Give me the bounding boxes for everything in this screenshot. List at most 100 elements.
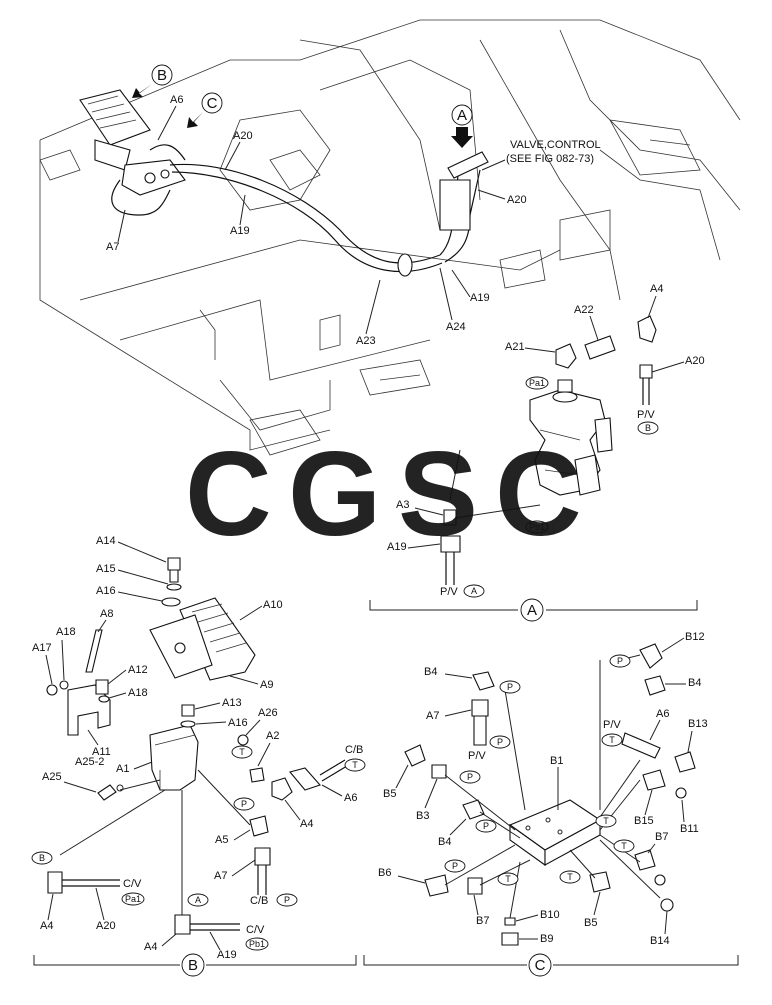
part-label: A1 [116,763,129,775]
view-marker-b: B [132,64,173,98]
part-label: A18 [128,687,148,699]
port-tag: T [621,841,627,851]
watermark-letter-c: C [185,427,272,561]
part-label: A2 [266,730,279,742]
arrow-icon [132,84,152,98]
part-label: A26 [258,707,278,719]
port-tag: P [241,799,247,809]
part-label: A14 [96,535,116,547]
part-label: A11 [92,746,111,758]
port-tag: T [609,735,615,745]
part-label: A4 [300,818,313,830]
part-label: A22 [574,304,594,316]
part-label: A19 [387,541,407,553]
port-tag: Pa1 [529,378,545,388]
port-tag: T [603,816,609,826]
view-marker-a-letter: A [457,107,467,124]
cb-label: C/B [250,895,268,907]
cb-label: C/B [345,744,363,756]
part-label: A16 [228,717,248,729]
watermark-letter-c2: C [495,427,582,561]
watermark-letter-s: S [398,427,478,561]
part-label: A16 [96,585,116,597]
view-marker-c: C [187,92,223,128]
part-label: A20 [96,920,116,932]
detail-b: A14 A15 A16 A10 A8 A17 A18 A12 A18 A9 A1… [31,535,366,977]
part-label: A17 [32,642,52,654]
part-label: A3 [396,499,409,511]
machine-frame-drawing [39,19,741,456]
port-tag: P [617,656,623,666]
detail-a-caption: A [527,602,537,619]
detail-a: A22 A4 A21 A20 A3 A19 Pa1 P/V B Pb1 P/V … [369,283,705,622]
port-tag: B [39,853,45,863]
part-label: B5 [383,788,396,800]
part-label: A18 [56,626,76,638]
view-marker-b-letter: B [157,67,167,84]
part-label: A15 [96,563,116,575]
part-label: B6 [378,867,391,879]
part-label: B1 [550,755,563,767]
part-label: A19 [230,225,250,237]
port-tag: P [483,821,489,831]
top-labels: A6 A20 A7 A19 A20 A19 A24 A23 [106,94,527,347]
port-tag: P [284,895,290,905]
part-label: A21 [505,341,525,353]
port-tag: Pb1 [249,939,265,949]
pv-label: P/V [440,586,458,598]
pedal-valve-assembly [79,89,186,196]
part-label: B4 [688,677,701,689]
part-label: A10 [263,599,283,611]
view-marker-c-letter: C [207,95,218,112]
part-label: B7 [655,831,668,843]
part-label: B4 [438,836,451,848]
port-tag: T [567,872,573,882]
port-tag: Pb1 [529,522,545,532]
part-label: B15 [634,815,654,827]
part-label: A13 [222,697,242,709]
part-label: A4 [650,283,663,295]
cv-label: C/V [123,878,142,890]
port-tag: P [507,682,513,692]
part-label: B13 [688,718,708,730]
part-label: A7 [214,870,227,882]
port-tag: T [505,874,511,884]
part-label: B12 [685,631,705,643]
part-label: A19 [217,949,237,961]
part-label: B4 [424,666,437,678]
part-label: A20 [685,355,705,367]
pv-label: P/V [468,750,486,762]
port-tag: A [471,586,477,596]
port-tag: P [497,737,503,747]
part-label: A20 [507,194,527,206]
part-label: A4 [144,941,157,953]
port-tag: T [352,760,358,770]
part-label: B10 [540,909,560,921]
part-label: B11 [680,823,699,835]
pv-label: P/V [637,409,655,421]
part-label: A4 [40,920,53,932]
detail-c: B12 B4 B4 A7 A6 B13 B5 B1 B3 B15 B11 B4 … [363,631,739,977]
pv-label: P/V [603,719,621,731]
part-label: A25-2 [75,756,104,768]
part-label: B3 [416,810,429,822]
part-label: B9 [540,933,553,945]
port-tag: A [195,895,201,905]
part-label: A6 [344,792,357,804]
part-label: A20 [233,130,253,142]
part-label: A12 [128,664,148,676]
cv-label: C/V [246,924,265,936]
part-label: A24 [446,321,466,333]
port-tag: P [467,772,473,782]
port-tag: Pa1 [125,894,141,904]
part-label: A7 [106,241,119,253]
part-label: A19 [470,292,490,304]
part-label: B5 [584,917,597,929]
port-tag: T [239,747,245,757]
part-label: A8 [100,608,113,620]
note-valve-control: VALVE,CONTROL [510,139,601,151]
part-label: A6 [170,94,183,106]
detail-b-caption: B [188,957,198,974]
